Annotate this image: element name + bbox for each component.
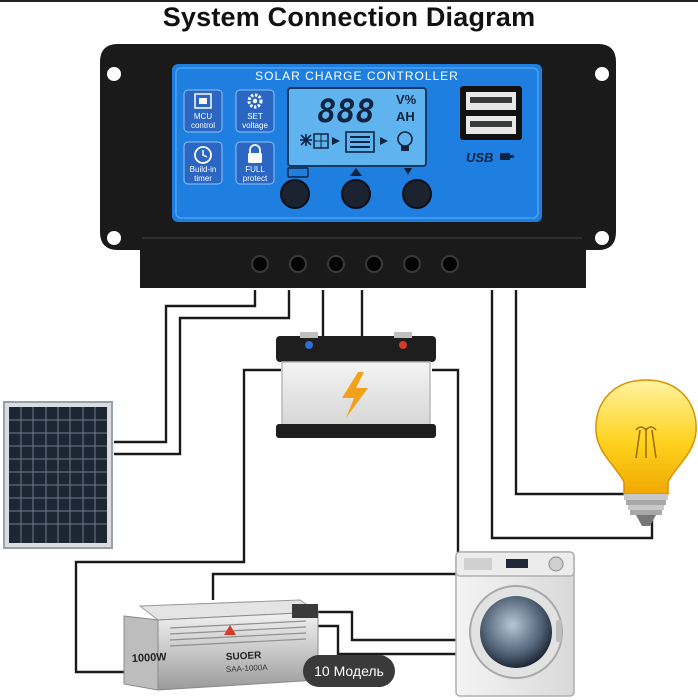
model-badge: 10 Модель	[303, 655, 395, 687]
feature-timer-label-1: Build-in	[190, 165, 217, 174]
lcd-display: 888 V% AH	[287, 87, 427, 167]
top-border	[0, 0, 698, 2]
up-button[interactable]	[341, 179, 371, 209]
feature-timer: Build-in timer	[183, 141, 223, 185]
lock-icon	[248, 144, 262, 163]
wire-ac-out-b	[318, 624, 456, 656]
lcd-digits: 888	[317, 92, 375, 130]
usb-label: USB	[466, 150, 493, 165]
terminal-block	[142, 224, 582, 288]
wire-load-positive	[514, 290, 640, 496]
inverter-model-label: SAA-1000A	[226, 663, 269, 674]
charge-controller: SOLAR CHARGE CONTROLLER MCU control SET …	[100, 44, 616, 288]
solar-panel	[3, 401, 113, 549]
lightning-bolt-icon	[342, 372, 368, 418]
diagram-title: System Connection Diagram	[162, 2, 536, 32]
dial-knob	[548, 556, 564, 572]
sun-icon	[300, 134, 312, 146]
wire-battery-inverter-positive	[74, 368, 281, 674]
down-button[interactable]	[402, 179, 432, 209]
arrow-right-icon	[332, 137, 340, 145]
bulb-mini-icon	[397, 131, 413, 151]
battery	[276, 332, 436, 438]
terminal-screw	[365, 255, 383, 273]
feature-set-label-2: voltage	[242, 121, 268, 130]
feature-set-label-1: SET	[247, 112, 263, 121]
washing-machine	[455, 551, 575, 697]
feature-protect-label-2: protect	[243, 174, 268, 183]
feature-protect-label-1: FULL	[245, 165, 265, 174]
menu-indicator-icon	[287, 167, 309, 178]
terminal-screw	[403, 255, 421, 273]
usb-ports[interactable]	[460, 86, 522, 140]
feature-mcu-label-2: control	[191, 121, 215, 130]
terminal-screw	[251, 255, 269, 273]
clock-icon	[194, 146, 212, 164]
battery-terminal-positive	[305, 341, 313, 349]
wire-solar-negative	[114, 290, 291, 456]
feature-set-voltage: SET voltage	[235, 89, 275, 133]
feature-mcu-label-1: MCU	[194, 112, 212, 121]
terminal-screw	[289, 255, 307, 273]
wire-solar-positive	[114, 290, 257, 444]
terminal-screw	[441, 255, 459, 273]
lcd-unit-top: V%	[396, 92, 417, 107]
feature-timer-label-2: timer	[194, 174, 212, 183]
mount-hole-top-left	[107, 67, 121, 81]
mcu-chip-icon	[194, 93, 212, 109]
mount-hole-top-right	[595, 67, 609, 81]
feature-protect: FULL protect	[235, 141, 275, 185]
inverter-brand-label: SUOER	[226, 650, 263, 663]
feature-mcu: MCU control	[183, 89, 223, 133]
power-inverter: 1000W SUOER SAA-1000A	[123, 599, 320, 691]
gear-icon	[247, 93, 263, 109]
wire-load-negative	[490, 290, 654, 540]
mount-hole-bottom-left	[107, 231, 121, 245]
solar-cell-grid	[9, 407, 107, 543]
mount-hole-bottom-right	[595, 231, 609, 245]
menu-button[interactable]	[280, 179, 310, 209]
warning-triangle-icon	[224, 625, 236, 635]
battery-level-icon	[345, 131, 375, 153]
light-bulb	[595, 379, 697, 526]
triangle-up-icon	[350, 168, 362, 176]
terminal-screw	[327, 255, 345, 273]
wire-ac-out-a	[318, 610, 456, 642]
arrow-right-icon-2	[380, 137, 388, 145]
triangle-down-icon	[404, 168, 412, 175]
terminal-screws	[251, 255, 459, 273]
inverter-power-label: 1000W	[132, 651, 168, 665]
controller-label: SOLAR CHARGE CONTROLLER	[255, 69, 459, 83]
usb-icon	[500, 153, 514, 160]
battery-terminal-negative	[399, 341, 407, 349]
panel-mini-icon	[313, 133, 329, 149]
lcd-unit-bottom: AH	[396, 109, 415, 124]
